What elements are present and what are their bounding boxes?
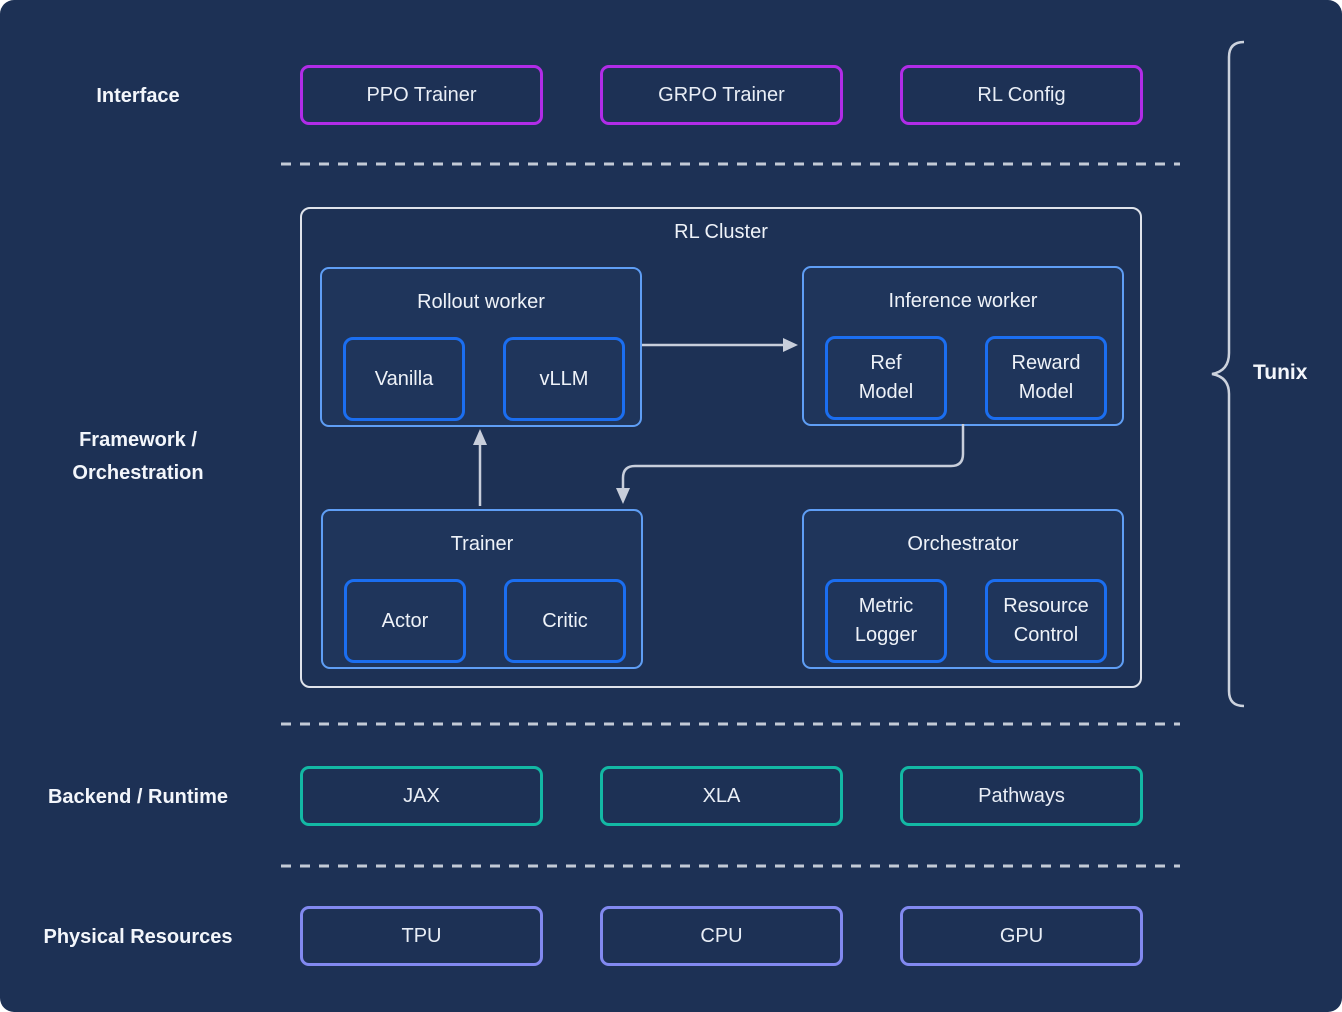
layer-label-framework-line2: Orchestration bbox=[72, 462, 204, 484]
node-cpu: CPU bbox=[600, 906, 843, 966]
trainer-title: Trainer bbox=[450, 533, 514, 555]
node-actor: Actor bbox=[344, 579, 466, 663]
node-reward-model: Reward Model bbox=[985, 336, 1107, 420]
rl-cluster-title: RL Cluster bbox=[674, 221, 768, 243]
layer-label-physical: Physical Resources bbox=[43, 926, 233, 948]
node-rl-config: RL Config bbox=[900, 65, 1143, 125]
rollout-worker-title: Rollout worker bbox=[417, 291, 545, 313]
tunix-brace bbox=[1211, 40, 1245, 708]
orchestrator-title: Orchestrator bbox=[907, 533, 1019, 555]
layer-label-framework: Framework / Orchestration bbox=[0, 424, 276, 490]
node-xla: XLA bbox=[600, 766, 843, 826]
node-resource-control: Resource Control bbox=[985, 579, 1107, 663]
inference-worker-title: Inference worker bbox=[888, 290, 1038, 312]
layer-label-backend: Backend / Runtime bbox=[47, 786, 229, 808]
node-ref-model: Ref Model bbox=[825, 336, 947, 420]
orchestrator-box: Orchestrator Metric Logger Resource Cont… bbox=[802, 509, 1124, 669]
tunix-label: Tunix bbox=[1253, 361, 1308, 384]
inference-worker-box: Inference worker Ref Model Reward Model bbox=[802, 266, 1124, 426]
node-jax: JAX bbox=[300, 766, 543, 826]
rollout-worker-box: Rollout worker Vanilla vLLM bbox=[320, 267, 642, 427]
layer-label-interface: Interface bbox=[96, 85, 180, 107]
node-tpu: TPU bbox=[300, 906, 543, 966]
trainer-box: Trainer Actor Critic bbox=[321, 509, 643, 669]
node-ppo-trainer: PPO Trainer bbox=[300, 65, 543, 125]
node-vllm: vLLM bbox=[503, 337, 625, 421]
node-metric-logger: Metric Logger bbox=[825, 579, 947, 663]
node-gpu: GPU bbox=[900, 906, 1143, 966]
node-critic: Critic bbox=[504, 579, 626, 663]
node-grpo-trainer: GRPO Trainer bbox=[600, 65, 843, 125]
node-pathways: Pathways bbox=[900, 766, 1143, 826]
rl-cluster-box: RL Cluster Rollout worker Vanilla vLLM I… bbox=[300, 207, 1142, 688]
node-vanilla: Vanilla bbox=[343, 337, 465, 421]
layer-label-framework-line1: Framework / bbox=[79, 429, 197, 451]
